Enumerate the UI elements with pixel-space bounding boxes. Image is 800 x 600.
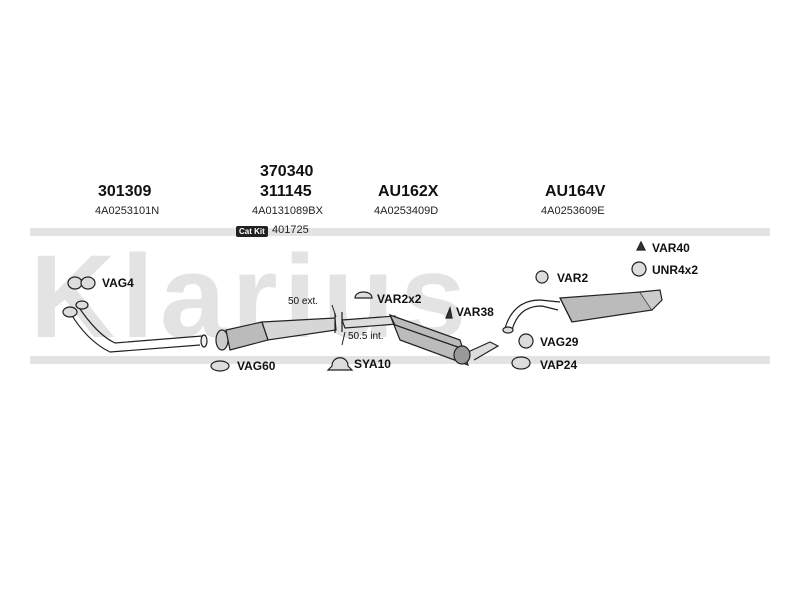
hanger-icon-var38	[445, 305, 453, 319]
fitting-label-sya10: SYA10	[354, 357, 391, 371]
dimension-markers	[331, 304, 346, 346]
fitting-label-unr4x2: UNR4x2	[652, 263, 699, 277]
cat-kit-code: 401725	[272, 224, 309, 236]
dimension-label-int: 50.5 int.	[348, 331, 384, 342]
part-number-311145: 311145	[260, 183, 312, 200]
part-number-370340: 370340	[260, 163, 314, 180]
catalytic-converter	[215, 312, 343, 351]
fitting-icons	[67, 240, 647, 372]
cat-kit-badge: Cat Kit	[236, 226, 268, 237]
gasket-icon-vap24	[511, 356, 531, 370]
oem-code-301309: 4A0253101N	[95, 205, 160, 217]
part-number-301309: 301309	[98, 183, 152, 200]
oem-code-au164v: 4A0253609E	[541, 205, 605, 217]
oem-code-311145: 4A0131089BX	[252, 205, 323, 217]
middle-silencer	[341, 313, 500, 366]
gasket-icon-vag4	[67, 276, 96, 290]
oem-code-au162x: 4A0253409D	[374, 205, 439, 217]
ring-icon-unr4x2	[631, 261, 647, 277]
front-pipe	[62, 300, 208, 353]
rear-silencer	[502, 289, 663, 334]
watermark-top-bar	[30, 228, 770, 236]
fitting-label-vag4: VAG4	[102, 276, 134, 290]
ring-icon-vag29	[518, 333, 534, 349]
dimension-label-ext: 50 ext.	[288, 296, 319, 307]
rubber-icon-var2	[535, 270, 549, 284]
fitting-label-var38: VAR38	[456, 305, 494, 319]
fitting-label-var2: VAR2	[557, 271, 589, 285]
hanger-icon-var40	[636, 240, 646, 251]
fitting-label-var40: VAR40	[652, 241, 690, 255]
fitting-label-vag29: VAG29	[540, 335, 579, 349]
part-number-au164v: AU164V	[545, 183, 606, 200]
clamp-icon-sya10	[326, 357, 354, 371]
fitting-label-var2x2: VAR2x2	[377, 292, 422, 306]
watermark-bottom-bar	[30, 356, 770, 364]
fitting-label-vag60: VAG60	[237, 359, 276, 373]
part-number-au162x: AU162X	[378, 183, 439, 200]
clamp-icon-var2x2	[354, 291, 373, 299]
fitting-label-vap24: VAP24	[540, 358, 578, 372]
ring-icon-vag60	[210, 360, 230, 372]
